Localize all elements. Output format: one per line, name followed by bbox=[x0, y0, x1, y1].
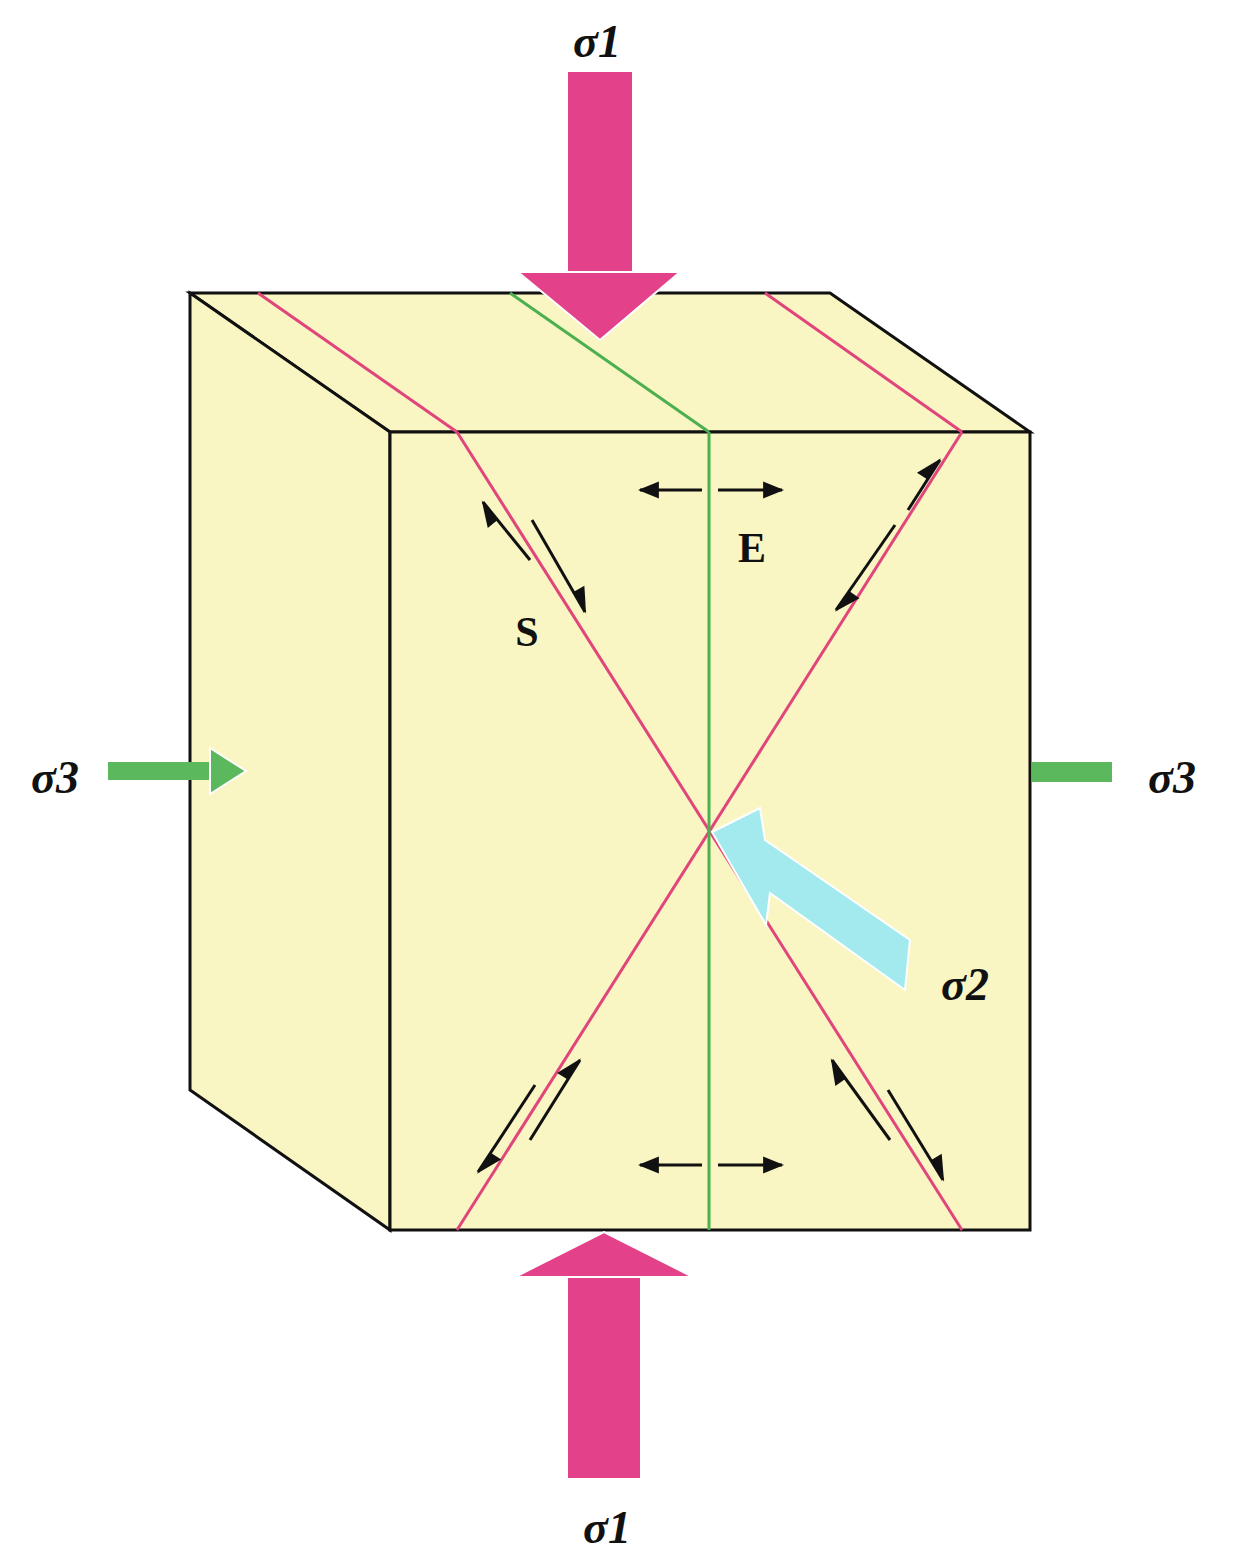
sigma1-label: σ1 bbox=[573, 19, 621, 65]
sigma3-label: σ3 bbox=[31, 755, 79, 801]
sigma1-label: σ1 bbox=[583, 1505, 631, 1551]
shear-fracture bbox=[457, 432, 962, 1230]
shear-label: S bbox=[515, 611, 538, 653]
extension-fracture bbox=[708, 432, 711, 1230]
sigma3-label: σ3 bbox=[1148, 755, 1196, 801]
extension-label: E bbox=[738, 527, 766, 569]
sigma2-label: σ2 bbox=[941, 962, 989, 1008]
shear-fracture bbox=[457, 432, 962, 1230]
side-face bbox=[190, 293, 390, 1230]
front-face bbox=[390, 432, 1030, 1230]
